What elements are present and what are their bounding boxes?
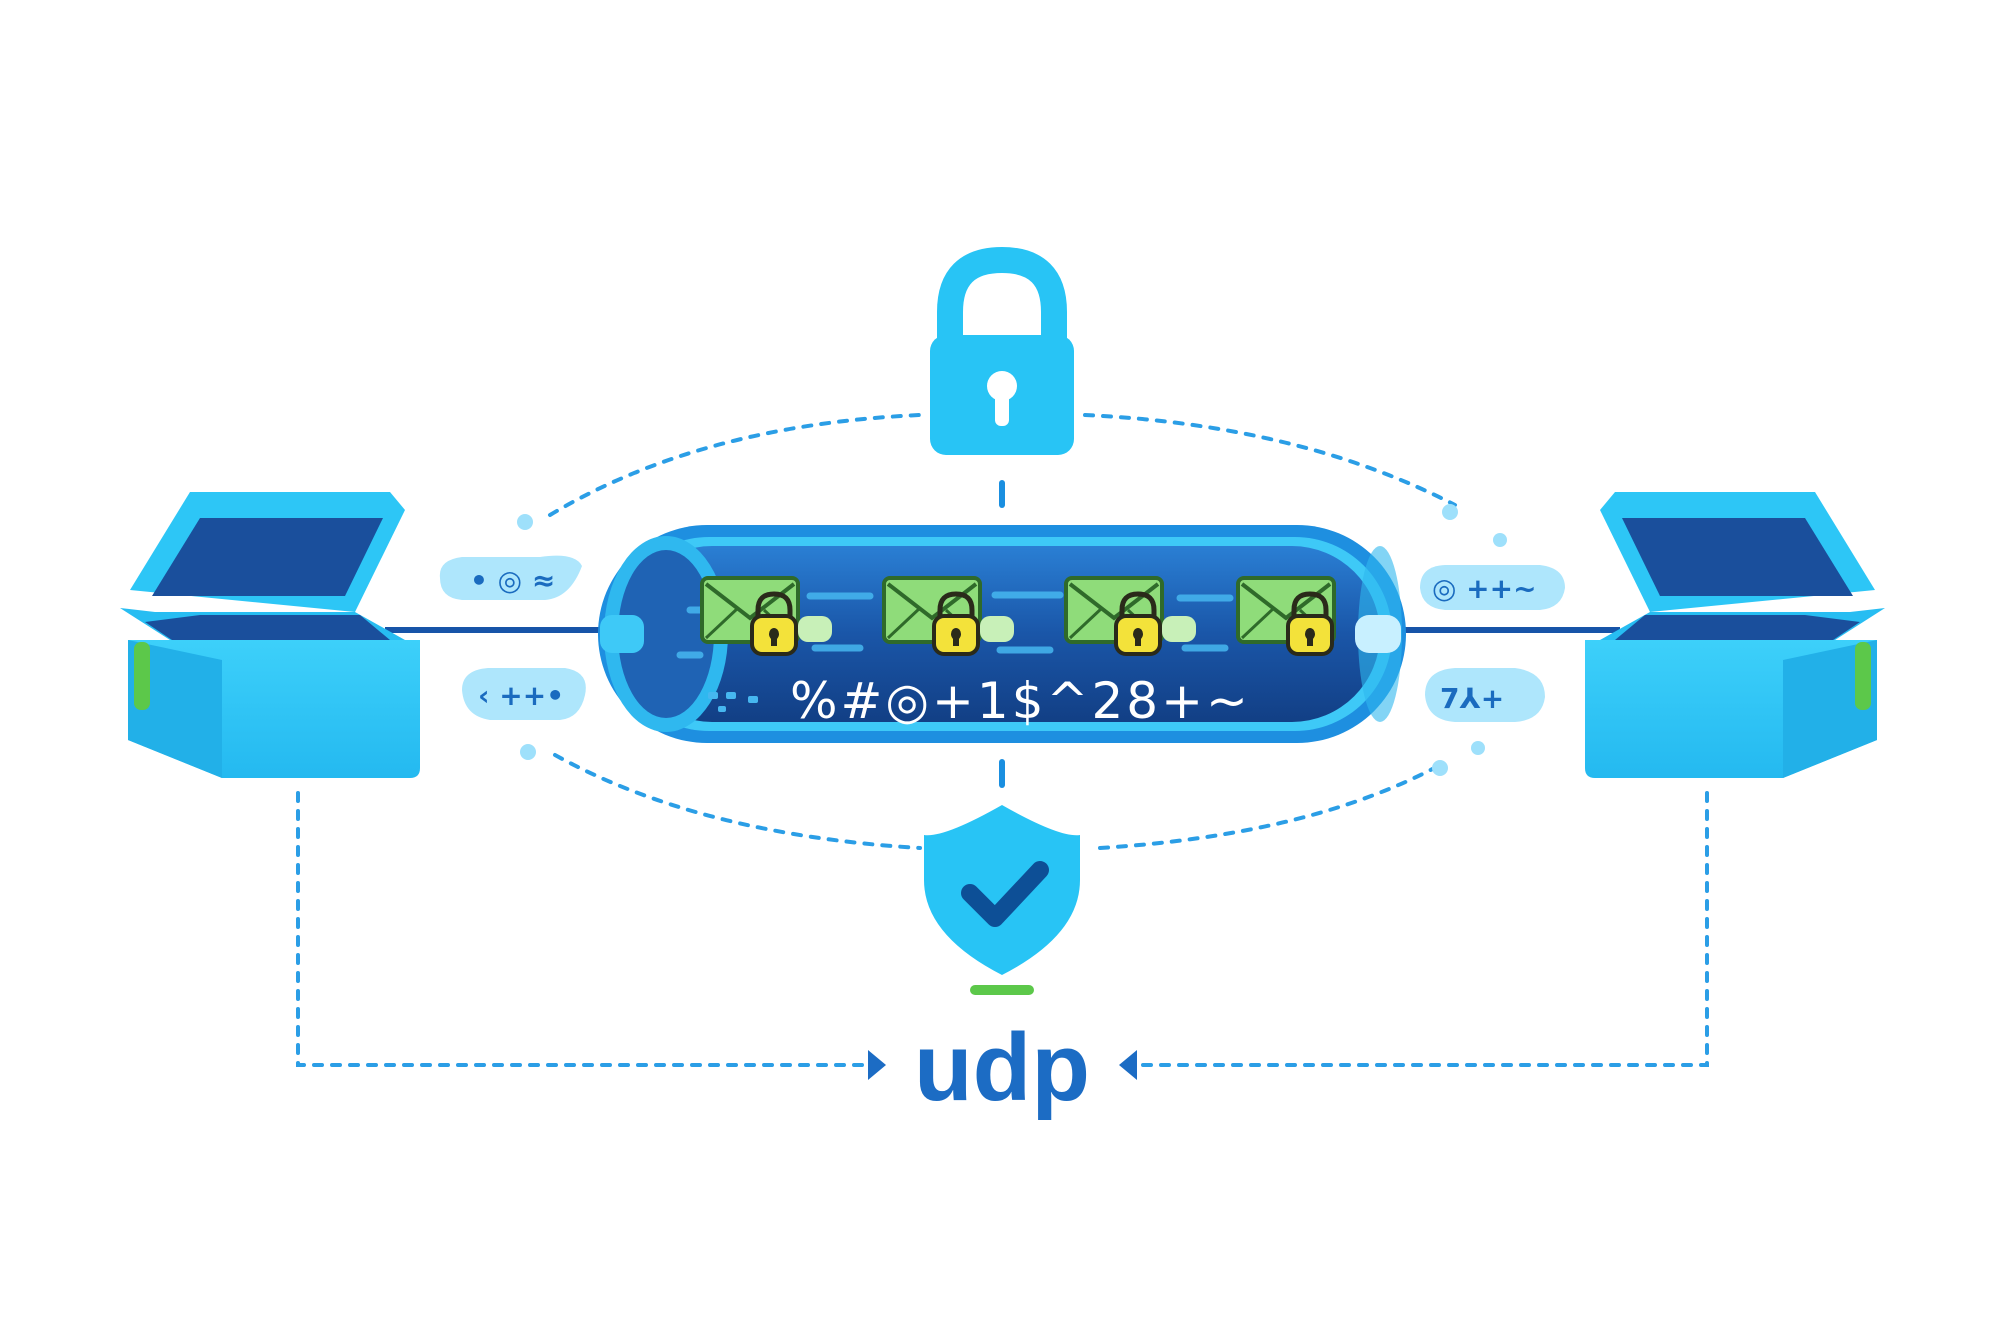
noise-text: ◎ ++~ [1432, 572, 1537, 605]
noise-bubble-left-bottom: ‹ ++• [462, 668, 586, 720]
packet-envelope-lock-1 [700, 576, 832, 656]
laptop-icon [1585, 492, 1885, 778]
noise-text: ‹ ++• [478, 679, 564, 712]
arrow-right-head [1119, 1050, 1137, 1080]
cipher-text: %#◎+1$^28+~ [790, 672, 1251, 730]
envelope-lock-icon [932, 591, 980, 656]
envelope-lock-icon [1114, 591, 1162, 656]
dotted-connectors [296, 413, 1709, 1067]
envelope-lock-icon [1286, 591, 1334, 656]
lock-icon [930, 246, 1074, 455]
speed-streaks [676, 591, 1234, 659]
envelope-lock-icon [750, 591, 798, 656]
line-right-down [1133, 791, 1709, 1067]
packet-envelope-lock-4 [1236, 576, 1336, 656]
floating-dots [517, 504, 1507, 776]
arrow-left-head [868, 1050, 886, 1080]
packet-envelope-lock-2 [882, 576, 1014, 656]
arc-top-right [1083, 413, 1457, 507]
noise-bubble-left-top: • ◎ ≈ [439, 555, 582, 600]
shield-check-icon [924, 805, 1080, 995]
noise-text: • ◎ ≈ [470, 564, 555, 597]
small-dots [708, 692, 758, 712]
laptop-icon [120, 492, 420, 778]
noise-text: 7⅄+ [1440, 682, 1504, 715]
arc-top-left [548, 413, 922, 517]
line-left-down [296, 791, 872, 1067]
noise-bubble-right-top: ◎ ++~ [1420, 565, 1565, 610]
noise-bubble-right-bottom: 7⅄+ [1425, 668, 1545, 722]
packet-envelope-lock-3 [1064, 576, 1196, 656]
arc-bottom-left [553, 753, 922, 850]
diagram-caption: udp [914, 1014, 1090, 1121]
arc-bottom-right [1098, 763, 1442, 850]
